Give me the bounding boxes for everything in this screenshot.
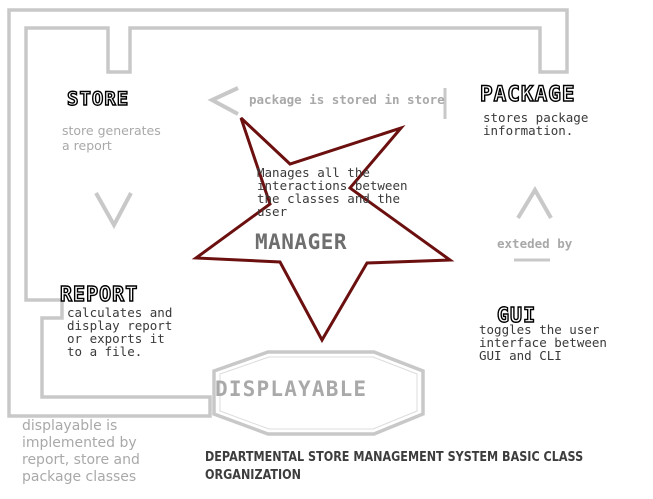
- report-title: REPORT: [59, 281, 139, 306]
- displayable-octagon-inner: [219, 356, 418, 430]
- gui-title: GUI: [496, 302, 537, 327]
- manager-star: [191, 116, 455, 344]
- displayable-octagon: [212, 350, 425, 436]
- package-description: stores package information.: [483, 110, 589, 138]
- store-to-report-arrowhead: [94, 192, 133, 230]
- displayable-title: DISPLAYABLE: [215, 377, 368, 401]
- report-description: calculates and display report or exports…: [67, 305, 173, 359]
- package-to-store-arrowhead: [207, 86, 239, 116]
- displayable-description: displayable is implemented by report, st…: [22, 418, 140, 485]
- package-title: PACKAGE: [479, 81, 576, 106]
- diagram-caption: DEPARTMENTAL STORE MANAGEMENT SYSTEM BAS…: [205, 450, 584, 483]
- package-to-store-label: package is stored in store: [249, 92, 445, 107]
- manager-description: Manages all the interactions between the…: [257, 165, 408, 219]
- gui-extends-arrowhead: [516, 186, 553, 220]
- implementation-frame: [7, 8, 569, 418]
- store-title: STORE: [66, 87, 130, 110]
- gui-extends-label: exteded by: [497, 236, 573, 251]
- store-description: store generates a report: [62, 123, 161, 153]
- gui-description: toggles the user interface between GUI a…: [479, 322, 607, 363]
- manager-title: MANAGER: [255, 230, 348, 254]
